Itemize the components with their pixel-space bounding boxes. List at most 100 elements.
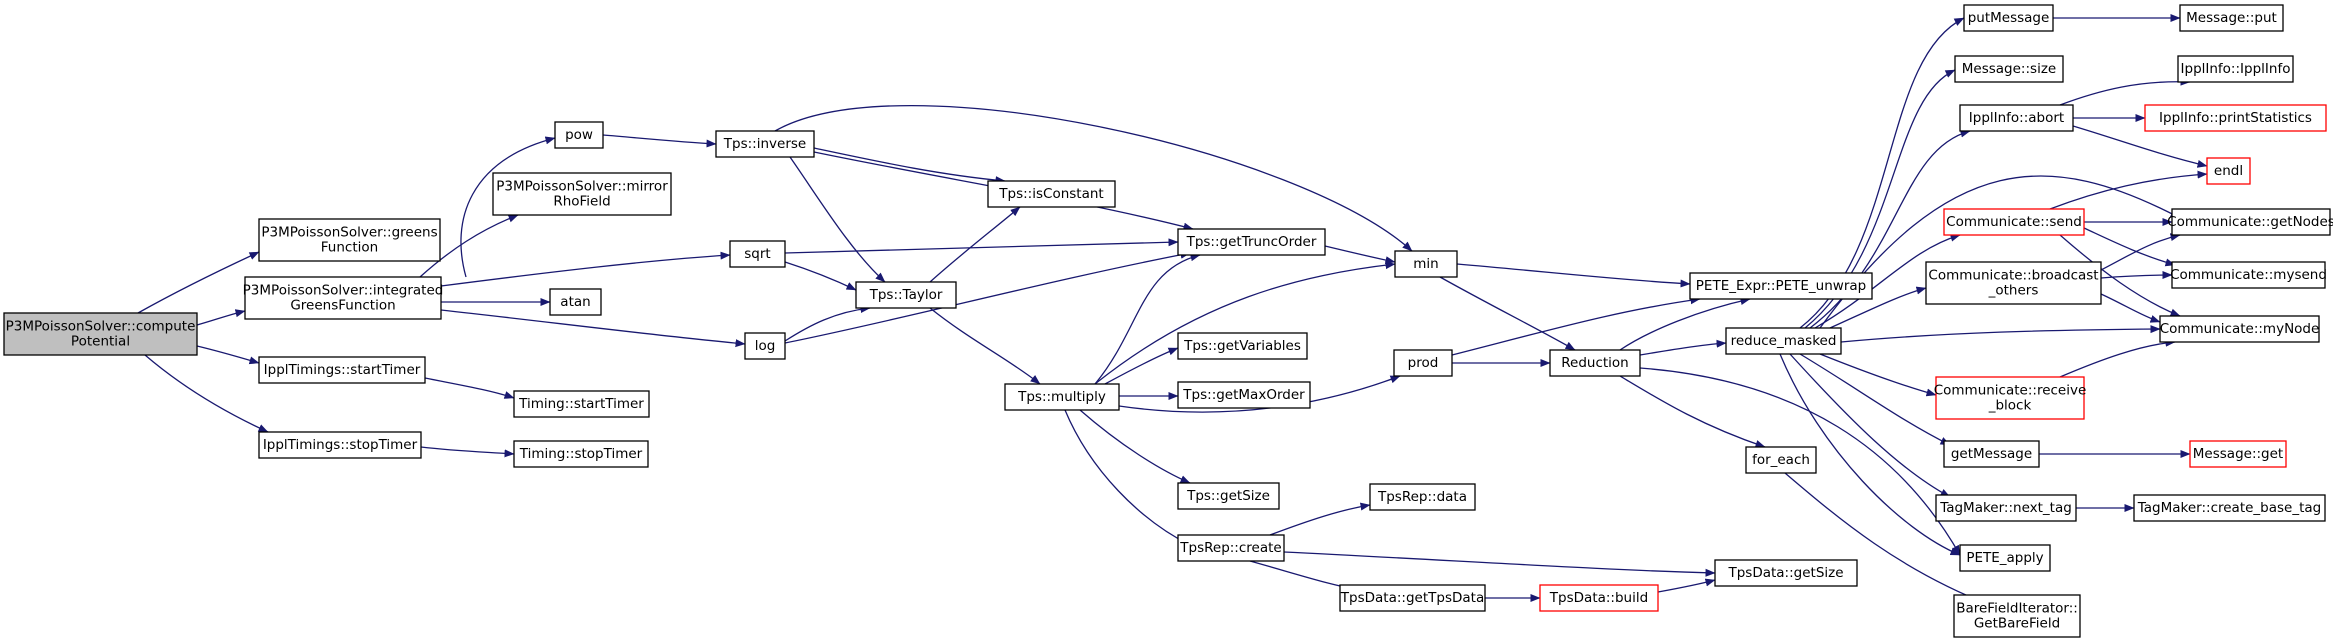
edge-line [2100,233,2181,271]
node-peteApply[interactable]: PETE_apply [1959,544,2051,572]
node-messageSize[interactable]: Message::size [1954,55,2064,83]
node-putMessage[interactable]: putMessage [1963,4,2054,32]
node-messageGet[interactable]: Message::get [2189,440,2287,468]
node-bareField[interactable]: BareFieldIterator::GetBareField [1953,594,2081,638]
node-label: Communicate::receive [1934,383,2087,399]
edge-line [1283,551,1716,577]
node-tpsDataGet[interactable]: TpsData::getTpsData [1339,584,1486,612]
edge-reduceMasked-to-commSend [1814,233,1961,329]
edge-line [2100,293,2161,323]
node-label: endl [2214,163,2243,179]
edge-commReceive-to-myNode [2059,338,2176,378]
node-tpsTaylor[interactable]: Tps::Taylor [855,281,957,309]
node-reduction[interactable]: Reduction [1549,349,1641,377]
node-tpsSize[interactable]: Tps::getSize [1177,482,1280,510]
edge-startTimer-to-timingStart [424,377,515,399]
node-stopTimer[interactable]: IpplTimings::stopTimer [258,431,422,459]
node-box [1935,376,2085,420]
node-label: TpsData::getTpsData [1340,590,1484,606]
edge-line [784,261,857,291]
edge-computePotential-to-greensFunction [137,251,260,314]
node-box [1925,261,2102,305]
node-tpsInverse[interactable]: Tps::inverse [715,130,815,158]
node-startTimer[interactable]: IpplTimings::startTimer [258,356,426,384]
edge-pow-to-tpsInverse [602,134,717,148]
node-sqrt[interactable]: sqrt [729,240,786,268]
node-label: P3MPoissonSolver::greens [261,225,437,241]
edge-line [2072,125,2208,168]
node-ipplAbort[interactable]: IpplInfo::abort [1959,104,2074,132]
node-tpsDataSize[interactable]: TpsData::getSize [1714,559,1858,587]
node-box [2133,494,2326,522]
edge-line [929,307,1041,385]
edge-commBroadcast-to-mysend [2100,271,2173,280]
node-box [1177,228,1326,256]
node-box [1689,272,1873,300]
edge-tpsInverse-to-min [774,104,1413,252]
node-label: IpplInfo::IpplInfo [2181,61,2291,77]
node-myNode[interactable]: Communicate::myNode [2159,315,2320,343]
edge-line [813,147,1006,185]
node-label: Message::get [2193,446,2283,462]
node-tpsVariables[interactable]: Tps::getVariables [1177,332,1308,360]
node-box [1935,494,2077,522]
node-peteUnwrap[interactable]: PETE_Expr::PETE_unwrap [1689,272,1873,300]
node-box [1177,381,1311,409]
node-label: TagMaker::create_base_tag [2137,500,2322,516]
node-nextTag[interactable]: TagMaker::next_tag [1935,494,2077,522]
node-commReceive[interactable]: Communicate::receive_block [1934,376,2087,420]
node-tpsIsConstant[interactable]: Tps::isConstant [987,180,1116,208]
node-tpsDataBuild[interactable]: TpsData::build [1539,584,1659,612]
edge-line [196,345,260,365]
node-tpsRepData[interactable]: TpsRep::data [1369,483,1476,511]
node-commSend[interactable]: Communicate::send [1943,208,2085,236]
node-box [2171,208,2331,236]
node-endl[interactable]: endl [2206,157,2251,185]
node-timingStop[interactable]: Timing::stopTimer [513,440,649,468]
node-pow[interactable]: pow [554,121,604,149]
node-label: Message::size [1962,61,2056,77]
node-box [2179,4,2284,32]
node-box [1539,584,1659,612]
node-createBaseTag[interactable]: TagMaker::create_base_tag [2133,494,2326,522]
edge-sqrt-to-tpsTruncOrder [784,238,1179,254]
node-forEach[interactable]: for_each [1745,446,1817,474]
edge-line [419,214,519,278]
node-tpsRepCreate[interactable]: TpsRep::create [1177,534,1285,562]
node-log[interactable]: log [744,332,786,360]
node-label: pow [565,127,593,143]
node-label: IpplTimings::stopTimer [263,437,418,453]
node-box [987,180,1116,208]
node-messagePut[interactable]: Message::put [2179,4,2284,32]
node-timingStart[interactable]: Timing::startTimer [513,390,650,418]
edge-tpsTaylor-to-tpsIsConstant [929,206,1021,283]
node-integratedGreens[interactable]: P3MPoissonSolver::integratedGreensFuncti… [243,276,444,320]
node-box [1725,327,1842,355]
node-prod[interactable]: prod [1393,349,1453,377]
node-box [855,281,957,309]
edge-line [2059,234,2181,317]
node-label: log [755,338,776,354]
node-tpsMaxOrder[interactable]: Tps::getMaxOrder [1177,381,1311,409]
node-printStats[interactable]: IpplInfo::printStatistics [2144,104,2327,132]
node-getMessage[interactable]: getMessage [1943,440,2040,468]
node-box [492,172,672,216]
node-atan[interactable]: atan [549,288,602,316]
edge-line [1439,276,1576,351]
node-tpsMultiply[interactable]: Tps::multiply [1004,383,1120,411]
node-getNodes[interactable]: Communicate::getNodes [2167,208,2333,236]
node-reduceMasked[interactable]: reduce_masked [1725,327,1842,355]
edge-reduceMasked-to-peteApply [1779,353,1961,556]
node-commBroadcast[interactable]: Communicate::broadcast_others [1925,261,2102,305]
node-box [3,312,198,356]
node-label: PETE_Expr::PETE_unwrap [1696,278,1866,294]
node-min[interactable]: min [1394,250,1458,278]
node-ipplInfo[interactable]: IpplInfo::IpplInfo [2177,55,2294,83]
node-tpsTruncOrder[interactable]: Tps::getTruncOrder [1177,228,1326,256]
node-mysend[interactable]: Communicate::mysend [2170,261,2327,289]
node-label: putMessage [1968,10,2050,26]
edge-reduction-to-peteApply [1639,367,1961,556]
